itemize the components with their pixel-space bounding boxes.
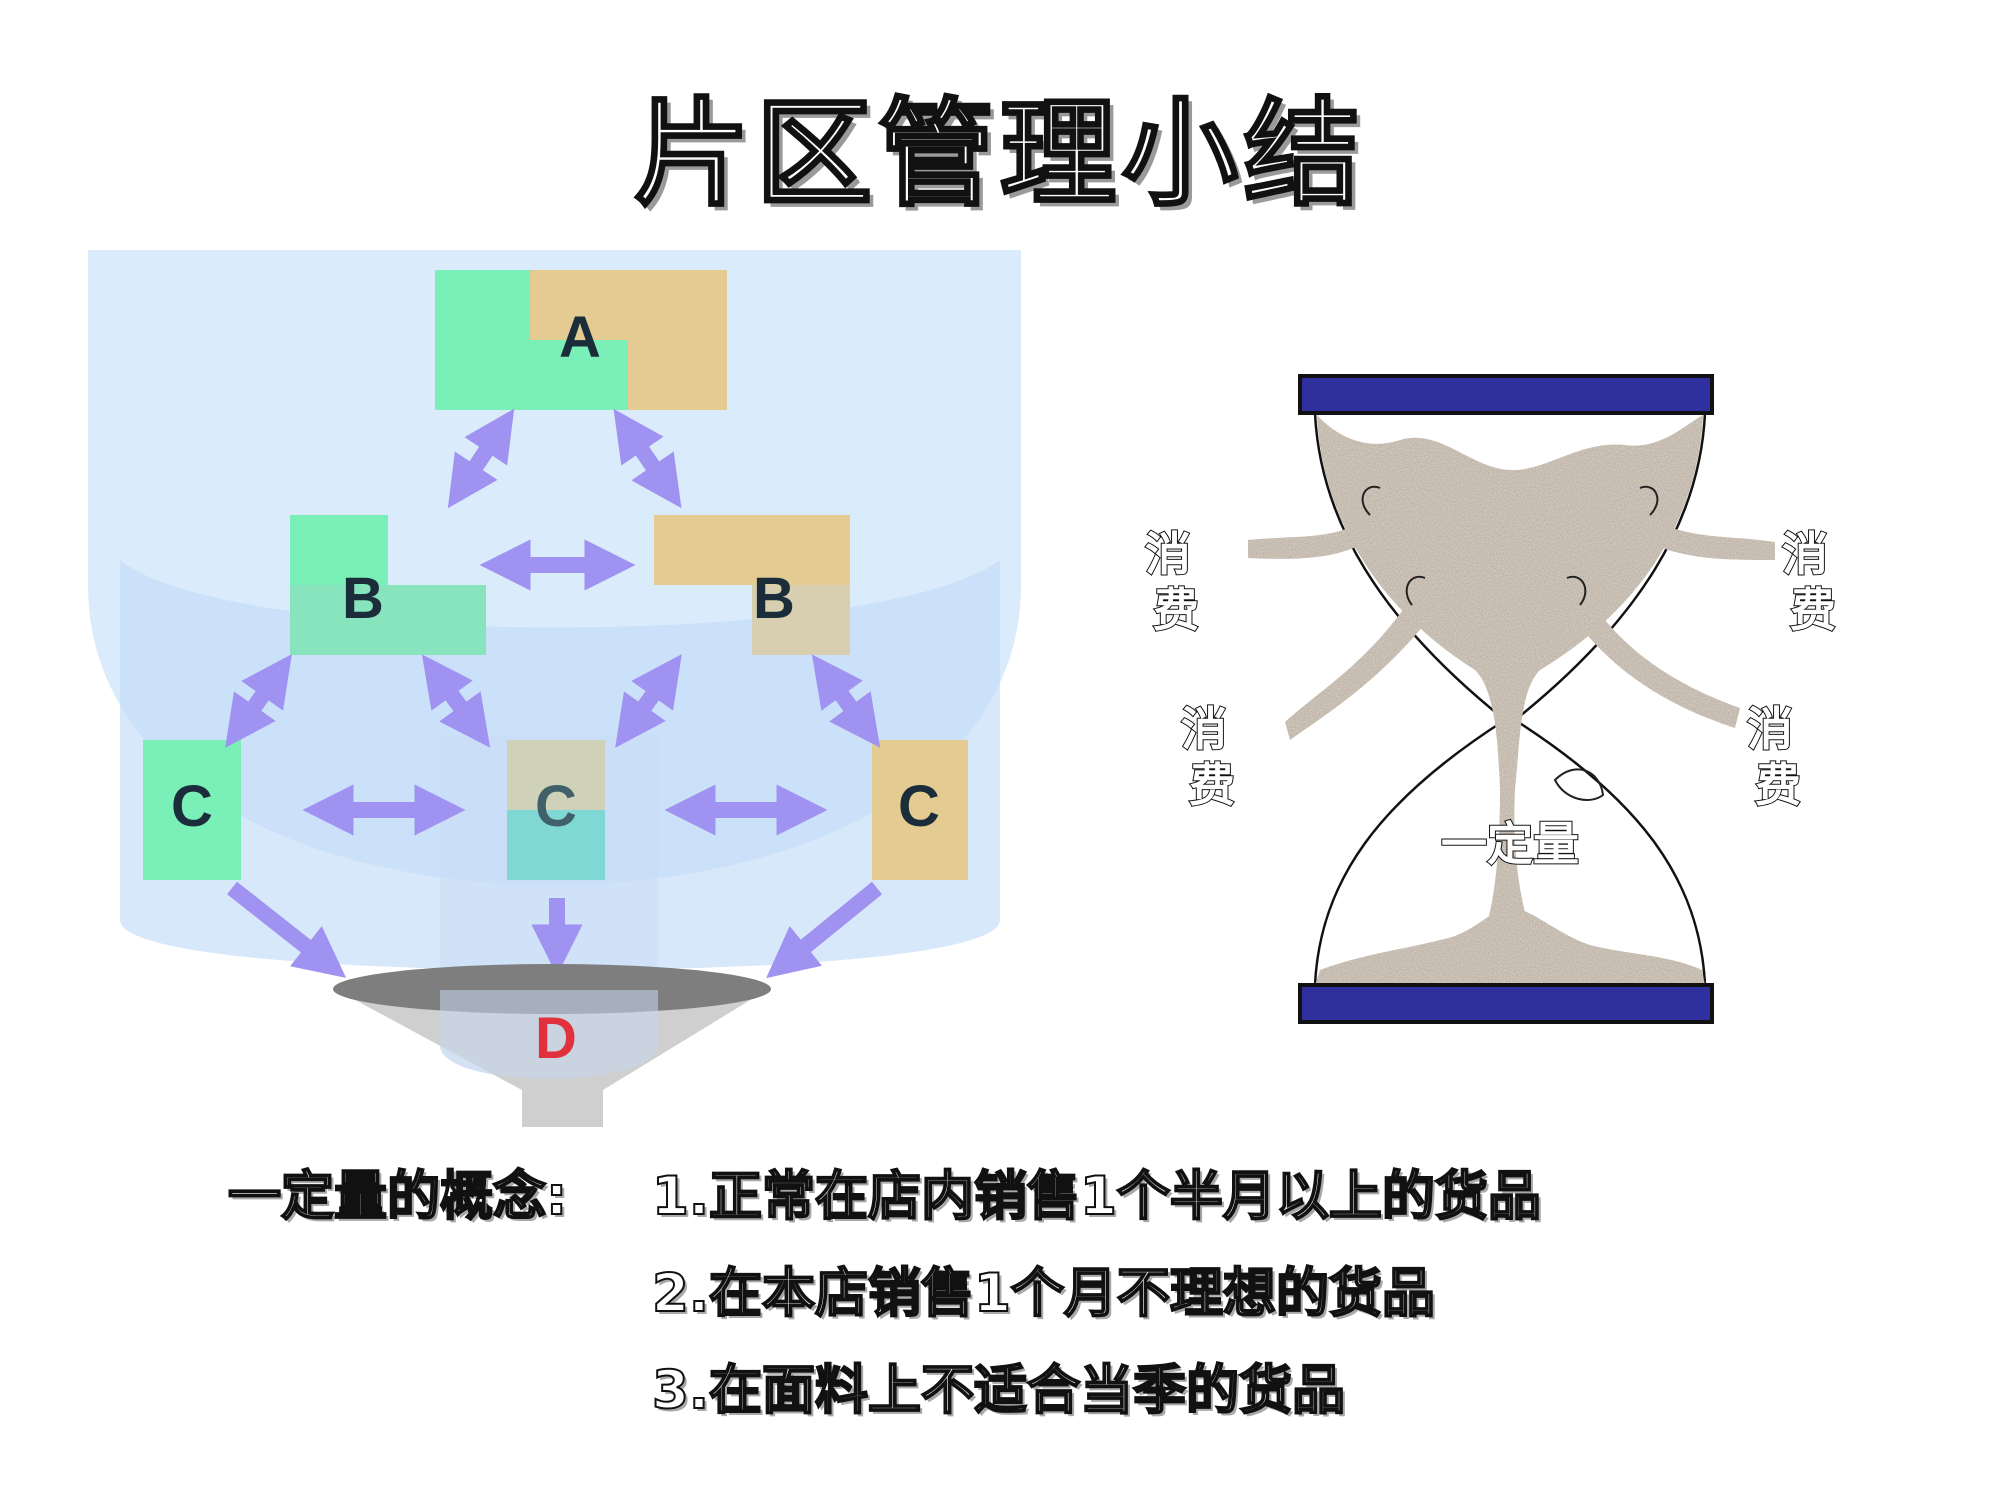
arrow-c-left-d	[227, 881, 347, 978]
concept-lead: 一定量的概念:	[227, 1165, 568, 1228]
consume-label-right-upper: 消 费	[1782, 527, 1844, 637]
node-b-left-label: B	[342, 566, 384, 631]
arrow-c-right-d	[766, 881, 883, 979]
arrow-b-right-c-right	[811, 654, 881, 748]
consume-label-right-lower: 消 费	[1747, 702, 1809, 812]
node-a-label: A	[559, 305, 601, 370]
arrow-b-left-c-mid	[421, 654, 491, 748]
concept-definition: 一定量的概念: 1.正常在店内销售1个半月以上的货品 2.在本店销售1个月不理想…	[227, 1148, 1542, 1439]
sand-bottom	[1315, 905, 1705, 985]
leak-right-lower	[1575, 600, 1740, 728]
droplet-4	[1566, 575, 1587, 606]
concept-item-3: 3.在面料上不适合当季的货品	[651, 1359, 1346, 1422]
arrow-a-b-left	[447, 408, 515, 509]
node-c-mid: C	[507, 740, 605, 880]
node-c-left-label: C	[171, 774, 213, 839]
hourglass-illustration: 消 费 消 费 消 费 消 费 一定量	[1144, 374, 1844, 1024]
funnel-d: D	[333, 964, 771, 1127]
node-d-label: D	[535, 1006, 577, 1071]
leak-left-lower	[1285, 600, 1428, 740]
node-c-right-label: C	[898, 774, 940, 839]
concept-row-2: 2.在本店销售1个月不理想的货品	[228, 1245, 1541, 1342]
node-b-left: B	[290, 515, 486, 655]
droplet-2	[1639, 485, 1659, 516]
node-c-left: C	[143, 740, 241, 880]
leak-left-upper	[1248, 520, 1362, 559]
slide-title: 片区管理小结	[633, 86, 1366, 224]
concept-item-1: 1.正常在店内销售1个半月以上的货品	[651, 1165, 1542, 1228]
sand-top	[1317, 415, 1703, 930]
droplet-3	[1405, 575, 1426, 606]
hourglass-bottom-cap	[1298, 983, 1714, 1024]
arrow-b-left-c-left	[225, 654, 292, 748]
hourglass-top-cap	[1298, 374, 1714, 415]
arrow-b-right-c-mid	[615, 654, 682, 748]
arrow-a-b-right	[613, 408, 682, 509]
consume-label-left-upper: 消 费	[1145, 527, 1207, 637]
hourglass-center-label: 一定量	[1441, 817, 1579, 871]
node-c-right: C	[872, 740, 968, 880]
node-b-right: B	[654, 515, 850, 655]
node-b-right-label: B	[753, 566, 795, 631]
concept-row-3: 3.在面料上不适合当季的货品	[228, 1342, 1541, 1439]
concept-item-2: 2.在本店销售1个月不理想的货品	[651, 1262, 1436, 1325]
abc-flow-diagram: A B B C C C	[88, 250, 1021, 1127]
droplet-1	[1361, 485, 1381, 516]
node-c-mid-label: C	[535, 774, 577, 839]
consume-label-left-lower: 消 费	[1181, 702, 1243, 812]
leak-right-upper	[1655, 520, 1775, 560]
concept-row-1: 一定量的概念: 1.正常在店内销售1个半月以上的货品	[227, 1148, 1542, 1245]
droplet-5	[1553, 768, 1605, 801]
node-a: A	[435, 270, 727, 410]
